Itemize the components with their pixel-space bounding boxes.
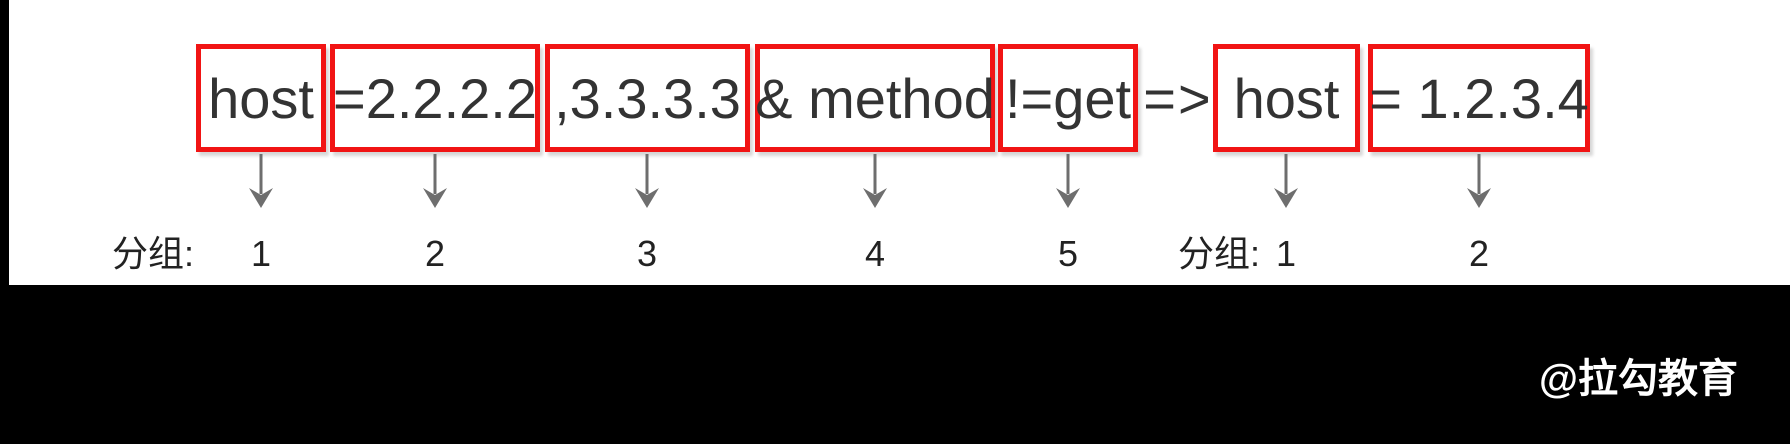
expr-box-match-value-1: =2.2.2.2	[330, 44, 540, 152]
group-number: 2	[424, 233, 446, 274]
down-arrow-icon	[1467, 154, 1491, 208]
expr-token: !=get	[1004, 66, 1132, 130]
watermark-text: @拉勾教育	[1538, 357, 1738, 401]
expr-token: ,3.3.3.3	[554, 66, 741, 130]
group-number: 4	[864, 233, 886, 274]
down-arrow-icon	[635, 154, 659, 208]
down-arrow-icon	[1056, 154, 1080, 208]
group-label-right: 分组:	[1178, 233, 1261, 274]
expr-box-not-equal-get: !=get	[998, 44, 1138, 152]
group-label-left: 分组:	[112, 233, 195, 274]
group-number: 5	[1057, 233, 1079, 274]
expr-box-target-field: host	[1213, 44, 1360, 152]
implies-operator-text: =>	[1143, 66, 1213, 130]
group-number: 1	[250, 233, 272, 274]
down-arrow-icon	[1274, 154, 1298, 208]
expr-box-target-value: = 1.2.3.4	[1368, 44, 1590, 152]
implies-operator: =>	[1139, 44, 1217, 152]
expr-box-match-field: host	[196, 44, 326, 152]
expr-token: =2.2.2.2	[333, 66, 537, 130]
expr-box-match-value-2: ,3.3.3.3	[545, 44, 750, 152]
left-edge-bar	[0, 0, 9, 444]
group-number: 1	[1275, 233, 1297, 274]
expr-token: & method	[755, 66, 995, 130]
expr-token: host	[208, 66, 314, 130]
expr-token: = 1.2.3.4	[1369, 66, 1589, 130]
down-arrow-icon	[863, 154, 887, 208]
group-number: 3	[636, 233, 658, 274]
down-arrow-icon	[249, 154, 273, 208]
footer-bar: @拉勾教育	[0, 285, 1790, 444]
expr-token: host	[1233, 66, 1340, 130]
group-number: 2	[1468, 233, 1490, 274]
down-arrow-icon	[423, 154, 447, 208]
expr-box-and-method: & method	[755, 44, 995, 152]
